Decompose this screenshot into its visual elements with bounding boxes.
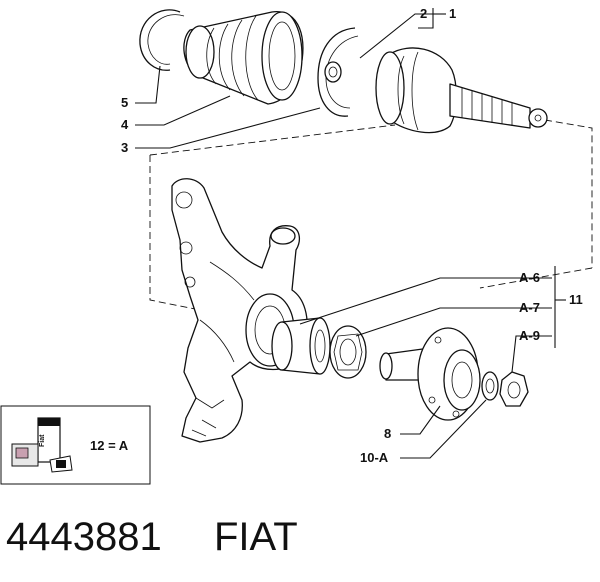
legend-equation: 12 = A	[90, 438, 129, 453]
steering-knuckle	[171, 178, 308, 443]
ring-part-2	[324, 61, 342, 83]
callout-5: 5	[121, 95, 128, 110]
leader-lines	[135, 8, 566, 459]
callout-4: 4	[121, 117, 129, 132]
nut-ring-a7	[329, 325, 367, 379]
callout-11: 11	[569, 292, 583, 307]
callout-8: 8	[384, 426, 391, 441]
legend-box: Fiat 12 = A	[0, 405, 151, 485]
bearing-a6	[271, 317, 331, 375]
callout-a9: A-9	[519, 328, 540, 343]
callout-1: 1	[449, 6, 456, 21]
callout-a6: A-6	[519, 270, 540, 285]
washer-part-10a	[481, 371, 499, 401]
clip-ring-part-5	[139, 9, 185, 71]
callout-a7: A-7	[519, 300, 540, 315]
wheel-hub-part-8	[379, 327, 481, 421]
rubber-boot-part-4	[183, 11, 304, 105]
tube-brand-text: Fiat	[39, 434, 46, 447]
callout-10a: 10-A	[360, 450, 389, 465]
callout-labels: 2 1 5 4 3 A-6 A-7 A-9 11 8 10-A	[121, 6, 583, 465]
hub-nut-a9	[499, 371, 529, 407]
cv-joint-part-1	[375, 47, 548, 134]
grease-tube-icon: Fiat	[11, 417, 73, 473]
footer: 4443881 FIAT	[6, 515, 298, 559]
callout-3: 3	[121, 140, 128, 155]
part-number: 4443881	[6, 515, 162, 559]
brand-name: FIAT	[214, 515, 298, 559]
callout-2: 2	[420, 6, 427, 21]
